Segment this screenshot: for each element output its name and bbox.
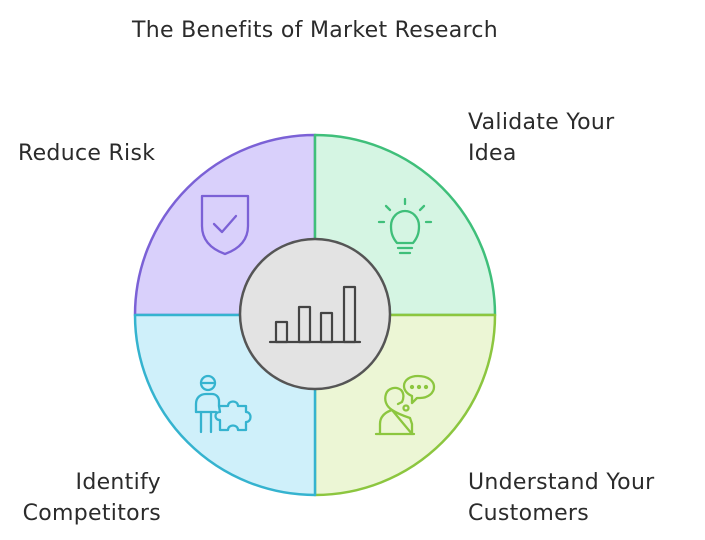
shield-check-icon: [200, 194, 250, 256]
label-line: Idea: [468, 141, 517, 166]
label-validate-idea: Validate Your Idea: [468, 107, 615, 169]
person-puzzle-icon: [194, 374, 252, 434]
label-reduce-risk: Reduce Risk: [18, 138, 155, 169]
diagram-title: The Benefits of Market Research: [132, 18, 498, 43]
label-line: Understand Your: [468, 470, 655, 495]
label-line: Validate Your: [468, 110, 615, 135]
label-line: Identify: [75, 470, 161, 495]
bar-chart-icon: [268, 285, 362, 344]
label-line: Competitors: [22, 501, 161, 526]
label-identify-competitors: Identify Competitors: [18, 467, 161, 529]
person-speech-icon: [374, 374, 436, 436]
label-understand-customers: Understand Your Customers: [468, 467, 655, 529]
lightbulb-icon: [377, 197, 433, 255]
label-line: Customers: [468, 501, 590, 526]
label-line: Reduce Risk: [18, 141, 156, 166]
center-hub: [238, 237, 392, 391]
